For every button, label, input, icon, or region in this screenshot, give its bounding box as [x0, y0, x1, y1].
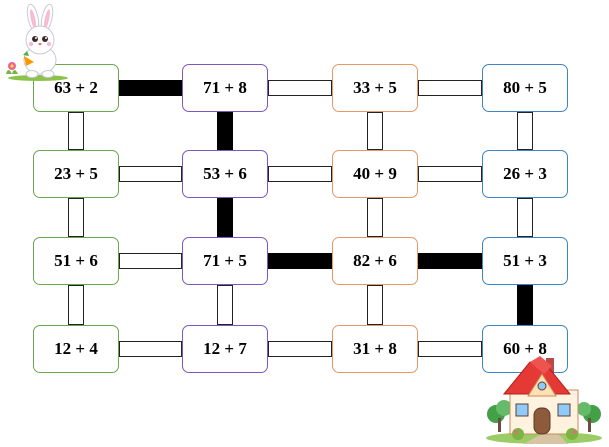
maze-box-expression: 40 + 9 [353, 164, 397, 183]
bridge-v-r1-c2 [367, 198, 383, 237]
maze-box-r1-c0: 23 + 5 [33, 150, 119, 198]
maze-box-expression: 63 + 2 [54, 78, 98, 97]
maze-box-expression: 26 + 3 [503, 164, 547, 183]
maze-box-r1-c1: 53 + 6 [182, 150, 268, 198]
bridge-h-r0-c1 [268, 80, 332, 96]
maze-box-r1-c3: 26 + 3 [482, 150, 568, 198]
maze-box-r2-c1: 71 + 5 [182, 237, 268, 285]
maze-box-expression: 51 + 6 [54, 251, 98, 270]
maze-box-r2-c0: 51 + 6 [33, 237, 119, 285]
maze-box-expression: 60 + 8 [503, 339, 547, 358]
bridge-v-r2-c0 [68, 285, 84, 325]
bridge-h-r3-c0 [119, 341, 182, 357]
maze-box-expression: 33 + 5 [353, 78, 397, 97]
maze-box-r0-c3: 80 + 5 [482, 64, 568, 112]
maze-box-expression: 80 + 5 [503, 78, 547, 97]
bridge-h-r0-c0 [119, 80, 182, 96]
bridge-v-r2-c2 [367, 285, 383, 325]
house-icon [486, 356, 602, 444]
maze-box-r3-c0: 12 + 4 [33, 325, 119, 373]
bridge-v-r1-c3 [517, 198, 533, 237]
bunny-icon [6, 3, 68, 81]
maze-box-expression: 53 + 6 [203, 164, 247, 183]
maze-box-expression: 71 + 8 [203, 78, 247, 97]
maze-box-expression: 23 + 5 [54, 164, 98, 183]
maze-box-r3-c1: 12 + 7 [182, 325, 268, 373]
bridge-v-r1-c0 [68, 198, 84, 237]
bridge-h-r2-c0 [119, 253, 182, 269]
bridge-h-r1-c2 [418, 166, 482, 182]
maze-box-expression: 82 + 6 [353, 251, 397, 270]
maze-box-r3-c2: 31 + 8 [332, 325, 418, 373]
bridge-h-r2-c2 [418, 253, 482, 269]
bridge-v-r0-c0 [68, 112, 84, 150]
bridge-h-r0-c2 [418, 80, 482, 96]
bridge-v-r2-c1 [217, 285, 233, 325]
bridge-h-r2-c1 [268, 253, 332, 269]
bridge-v-r2-c3 [517, 285, 533, 325]
bridge-v-r0-c3 [517, 112, 533, 150]
maze-box-expression: 51 + 3 [503, 251, 547, 270]
maze-box-expression: 12 + 4 [54, 339, 98, 358]
maze-box-r2-c3: 51 + 3 [482, 237, 568, 285]
bridge-v-r0-c1 [217, 112, 233, 150]
maze-box-expression: 31 + 8 [353, 339, 397, 358]
bridge-h-r1-c0 [119, 166, 182, 182]
maze-box-r0-c1: 71 + 8 [182, 64, 268, 112]
maze-box-expression: 71 + 5 [203, 251, 247, 270]
maze-box-r1-c2: 40 + 9 [332, 150, 418, 198]
maze-box-expression: 12 + 7 [203, 339, 247, 358]
maze-box-r2-c2: 82 + 6 [332, 237, 418, 285]
bridge-h-r3-c2 [418, 341, 482, 357]
bridge-v-r0-c2 [367, 112, 383, 150]
bridge-h-r3-c1 [268, 341, 332, 357]
maze-box-r0-c2: 33 + 5 [332, 64, 418, 112]
bridge-v-r1-c1 [217, 198, 233, 237]
bridge-h-r1-c1 [268, 166, 332, 182]
